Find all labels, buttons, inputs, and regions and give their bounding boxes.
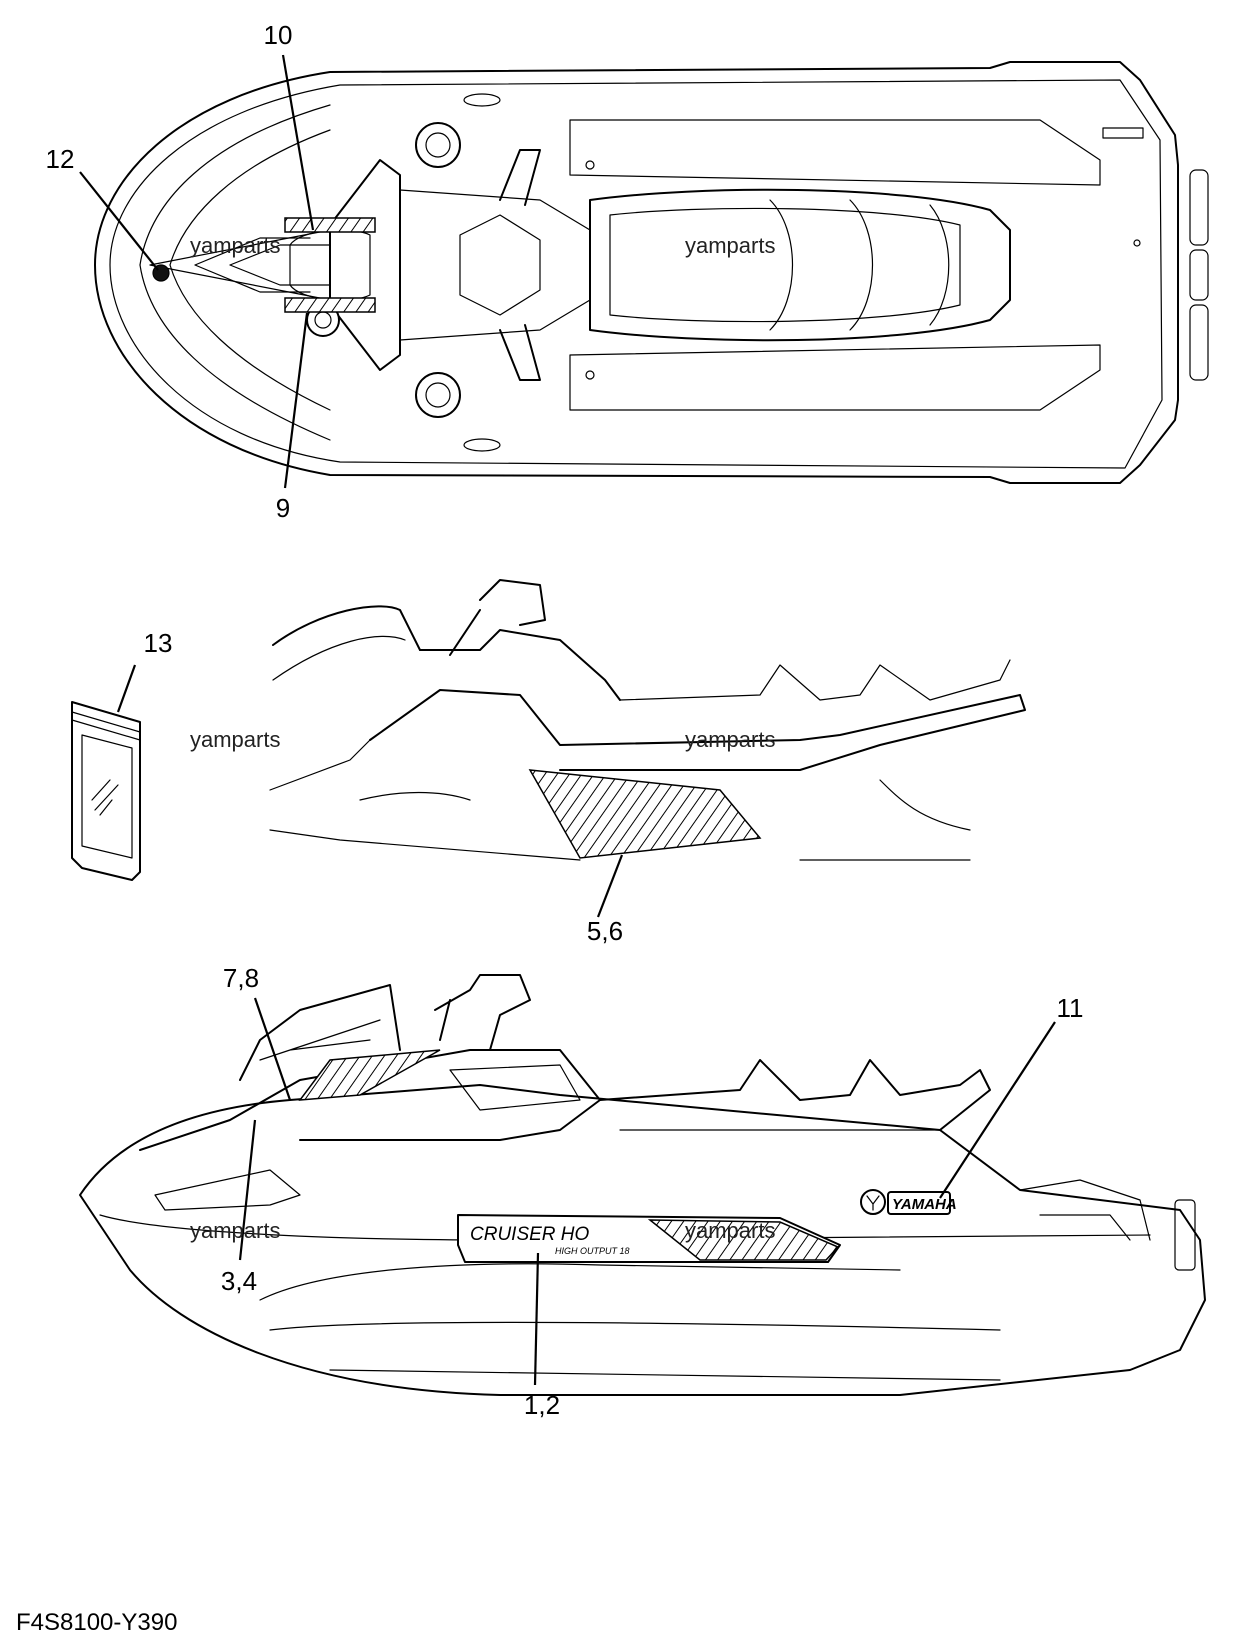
partial-side-view: [269, 579, 1026, 861]
watermark: yamparts: [685, 727, 775, 752]
yamaha-emblem: YAMAHA: [860, 1189, 957, 1215]
watermark: yamparts: [685, 1218, 775, 1243]
model-name-decal: CRUISER HO HIGH OUTPUT 18: [457, 1214, 841, 1263]
decal-7-8: [298, 1049, 441, 1101]
figure-code: F4S8100-Y390: [16, 1609, 177, 1636]
top-view-watercraft: [94, 61, 1209, 484]
callout-11: 11: [1057, 993, 1084, 1023]
leader-5-6: [596, 854, 624, 918]
yamaha-emblem-text: YAMAHA: [892, 1196, 957, 1213]
callout-10: 10: [264, 20, 293, 50]
leader-10: [281, 54, 315, 231]
model-name-text: CRUISER HO: [470, 1224, 590, 1245]
model-sub-text: HIGH OUTPUT 18: [555, 1246, 630, 1256]
callout-13: 13: [144, 628, 173, 658]
leader-13: [116, 664, 137, 713]
callout-1-2: 1,2: [524, 1390, 560, 1420]
watermark: yamparts: [190, 1218, 280, 1243]
callout-7-8: 7,8: [223, 963, 259, 993]
side-view-watercraft: YAMAHA CRUISER HO HIGH OUTPUT 18: [79, 974, 1206, 1396]
part-13-bag: [71, 701, 141, 881]
callout-3-4: 3,4: [221, 1266, 257, 1296]
leader-11: [939, 1021, 1056, 1199]
watermark: yamparts: [685, 233, 775, 258]
leader-1-2: [533, 1252, 540, 1386]
decal-5-6: [528, 769, 762, 859]
leader-3-4: [238, 1119, 257, 1261]
leader-7-8: [253, 997, 292, 1101]
watermark: yamparts: [190, 727, 280, 752]
callout-12: 12: [46, 144, 75, 174]
watermark: yamparts: [190, 233, 280, 258]
callout-5-6: 5,6: [587, 916, 623, 946]
leader-12: [79, 171, 159, 271]
leader-9: [283, 312, 309, 489]
callout-9: 9: [276, 493, 290, 523]
